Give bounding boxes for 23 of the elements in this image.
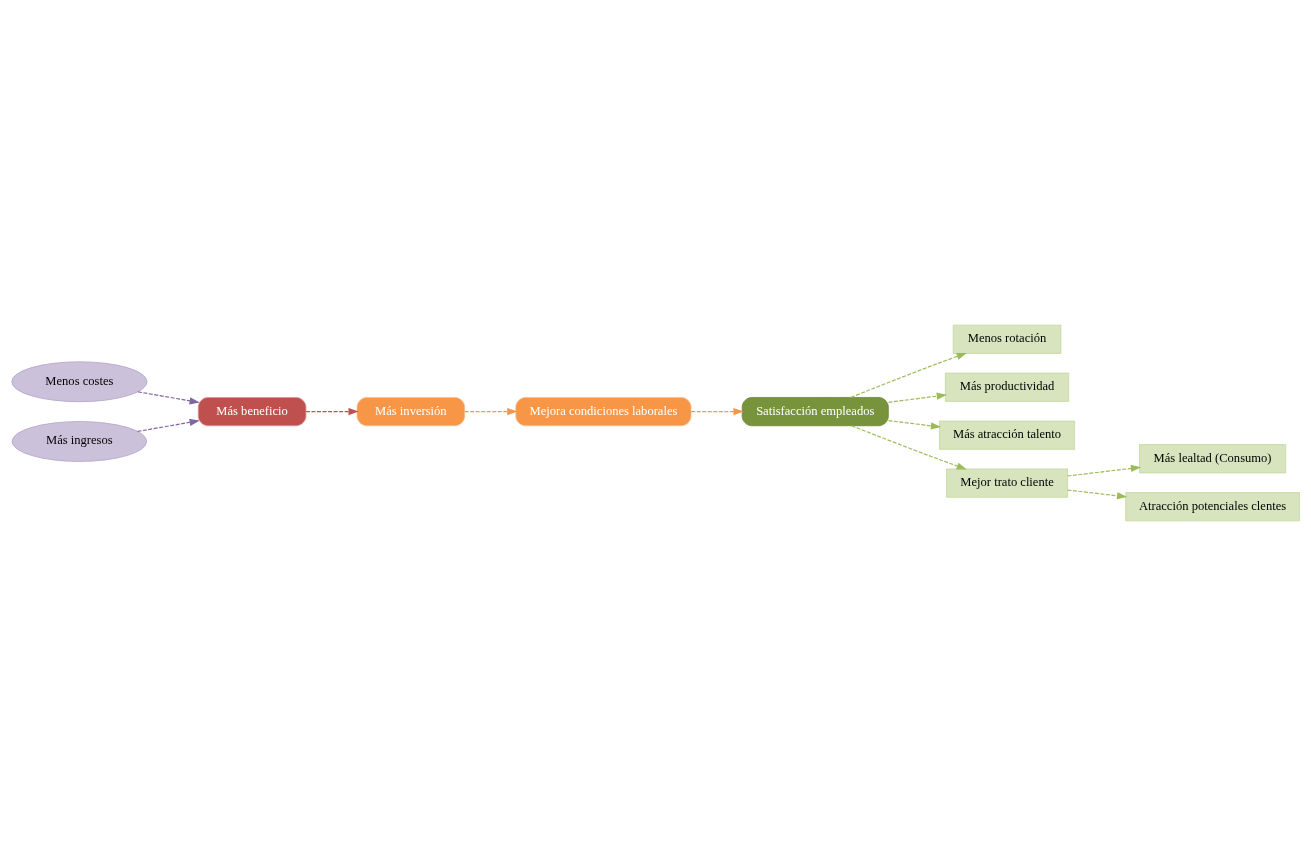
arrow [137, 418, 200, 432]
node-box: Más productividad [944, 372, 1070, 402]
arrow [887, 392, 947, 403]
node-ellipse: Menos costes [11, 360, 148, 402]
arrow [1067, 488, 1128, 499]
node-box: Más atracción talento [939, 420, 1076, 450]
node-box: Atracción potenciales clentes [1125, 491, 1300, 521]
node-box: Más lealtad (Consumo) [1139, 443, 1287, 473]
node-box: Mejor trato cliente [946, 468, 1068, 498]
node-box: Más beneficio [197, 396, 307, 426]
arrow [464, 407, 518, 415]
arrow [851, 424, 967, 469]
node-box: Menos rotación [952, 324, 1062, 354]
node-box: Más inversión [356, 396, 466, 426]
node-ellipse: Más ingresos [11, 420, 148, 462]
arrow [850, 352, 967, 398]
arrow [887, 419, 942, 429]
arrow [137, 390, 200, 404]
arrow [305, 407, 359, 415]
node-box: Mejora condiciones laborales [515, 396, 692, 426]
arrow [690, 407, 744, 415]
node-box: Satisfacción empleados [741, 396, 889, 426]
arrow [1067, 464, 1142, 477]
